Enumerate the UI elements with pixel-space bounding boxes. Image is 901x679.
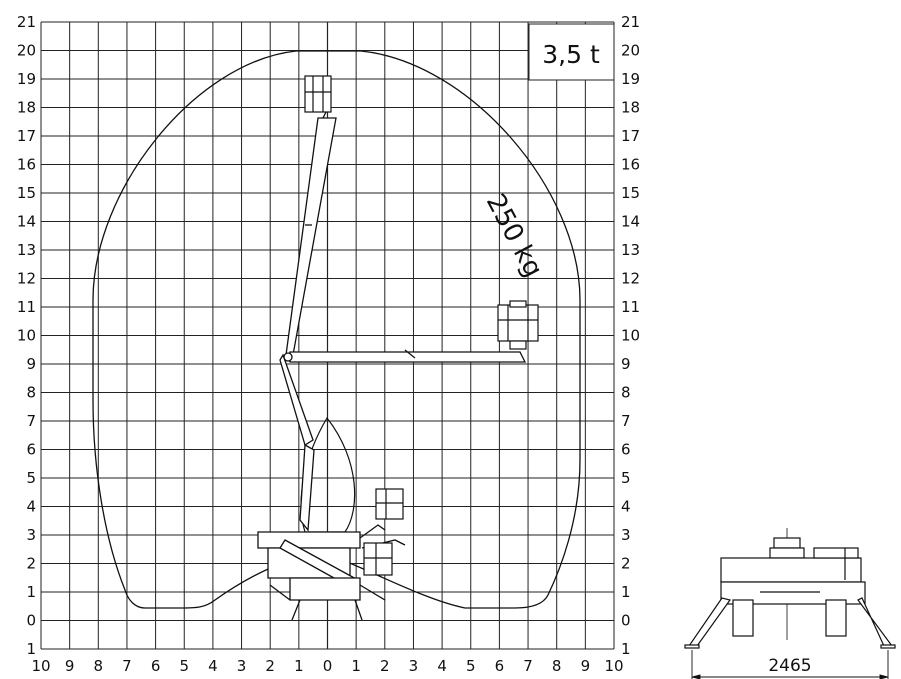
y-tick-right: 10 <box>621 327 640 345</box>
y-tick-left: 10 <box>17 327 36 345</box>
y-tick-right: 21 <box>621 13 640 31</box>
y-tick-right: 7 <box>621 412 631 430</box>
y-tick-right: 5 <box>621 469 631 487</box>
capacity-label: 3,5 t <box>542 40 600 69</box>
x-tick: 5 <box>466 657 476 675</box>
x-tick: 7 <box>122 657 132 675</box>
y-tick-left: 15 <box>17 184 36 202</box>
y-tick-left: 11 <box>17 298 36 316</box>
y-tick-left: 7 <box>26 412 36 430</box>
y-tick-right: 14 <box>621 213 640 231</box>
y-tick-left: 20 <box>17 42 36 60</box>
x-tick: 8 <box>94 657 104 675</box>
width-dimension-label: 2465 <box>768 656 811 676</box>
x-tick: 1 <box>294 657 304 675</box>
x-tick: 9 <box>65 657 75 675</box>
x-tick: 10 <box>604 657 623 675</box>
x-tick: 0 <box>323 657 333 675</box>
y-tick-right: 8 <box>621 384 631 402</box>
y-tick-right: 1 <box>621 583 631 601</box>
y-tick-left: 1 <box>26 583 36 601</box>
y-tick-right: 20 <box>621 42 640 60</box>
y-tick-right: 12 <box>621 270 640 288</box>
x-tick: 6 <box>151 657 161 675</box>
front-view-drawing <box>684 528 896 649</box>
y-tick-right: 4 <box>621 498 631 516</box>
y-tick-left: 13 <box>17 241 36 259</box>
y-tick-left: 5 <box>26 469 36 487</box>
y-tick-right: 2 <box>621 555 631 573</box>
y-tick-right: 19 <box>621 70 640 88</box>
width-dimension <box>691 650 889 679</box>
x-tick: 5 <box>179 657 189 675</box>
capacity-box <box>528 23 615 81</box>
y-tick-right: 11 <box>621 298 640 316</box>
y-tick-right: 0 <box>621 612 631 630</box>
y-tick-left: 21 <box>17 13 36 31</box>
y-tick-right: 6 <box>621 441 631 459</box>
y-tick-right: 3 <box>621 526 631 544</box>
x-tick: 7 <box>523 657 533 675</box>
y-tick-left: 4 <box>26 498 36 516</box>
y-tick-right: 9 <box>621 355 631 373</box>
x-tick: 8 <box>552 657 562 675</box>
x-tick: 6 <box>495 657 505 675</box>
y-tick-right: 13 <box>621 241 640 259</box>
load-label: 250 kg <box>480 189 548 282</box>
y-tick-right: 18 <box>621 99 640 117</box>
basket-right <box>497 300 539 350</box>
x-tick: 1 <box>351 657 361 675</box>
y-tick-left: 6 <box>26 441 36 459</box>
y-tick-right: 17 <box>621 127 640 145</box>
y-tick-right: 15 <box>621 184 640 202</box>
y-tick-left: 14 <box>17 213 36 231</box>
y-tick-right: 16 <box>621 156 640 174</box>
y-tick-left: 12 <box>17 270 36 288</box>
y-tick-left: 1 <box>26 640 36 658</box>
x-tick: 10 <box>31 657 50 675</box>
y-tick-left: 3 <box>26 526 36 544</box>
x-tick: 2 <box>380 657 390 675</box>
basket-low <box>363 488 404 576</box>
x-tick: 3 <box>409 657 419 675</box>
y-tick-left: 0 <box>26 612 36 630</box>
x-tick: 4 <box>208 657 218 675</box>
x-tick: 4 <box>437 657 447 675</box>
y-tick-left: 2 <box>26 555 36 573</box>
y-tick-left: 8 <box>26 384 36 402</box>
boom-drawing <box>257 109 527 621</box>
y-tick-left: 16 <box>17 156 36 174</box>
y-tick-left: 9 <box>26 355 36 373</box>
x-tick: 9 <box>581 657 591 675</box>
basket-top <box>304 75 332 113</box>
y-tick-left: 17 <box>17 127 36 145</box>
y-tick-left: 19 <box>17 70 36 88</box>
x-tick: 2 <box>265 657 275 675</box>
y-tick-right: 1 <box>621 640 631 658</box>
y-tick-left: 18 <box>17 99 36 117</box>
x-tick: 3 <box>237 657 247 675</box>
